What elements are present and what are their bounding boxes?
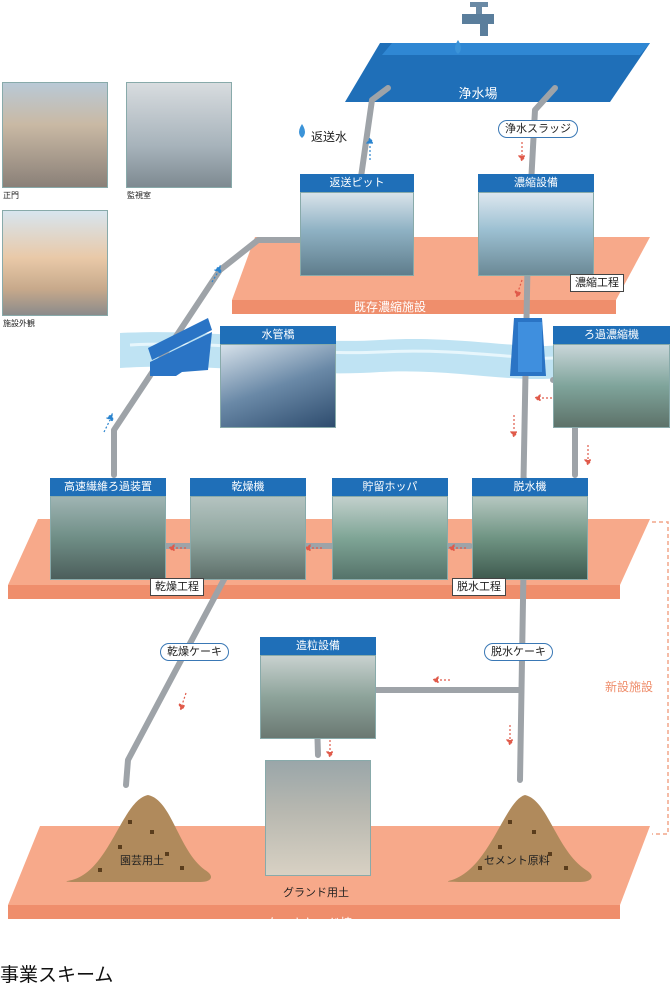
top-plate-top bbox=[382, 43, 650, 55]
bridge-left bbox=[148, 318, 212, 376]
cement-label: セメント原料 bbox=[484, 854, 550, 867]
box-dehydrator-title: 脱水機 bbox=[472, 478, 588, 496]
new-facility-bracket bbox=[652, 521, 669, 835]
sludge-label: 浄水スラッジ bbox=[498, 120, 578, 138]
dewater-cake-label: 脱水ケーキ bbox=[484, 643, 553, 661]
return-water-label: 返送水 bbox=[311, 130, 348, 144]
thick-process-label: 濃縮工程 bbox=[570, 274, 624, 292]
photo-ground-soil bbox=[265, 760, 371, 876]
photo-filter-thickener bbox=[553, 344, 670, 428]
photo-bridge bbox=[220, 344, 336, 428]
box-thickener-title: 濃縮設備 bbox=[478, 174, 594, 192]
box-bridge-title: 水管橋 bbox=[220, 326, 336, 344]
label-exterior: 施設外観 bbox=[3, 319, 35, 328]
photo-granulator bbox=[260, 655, 376, 739]
photo-fast-filter bbox=[50, 496, 166, 580]
photo-dehydrator bbox=[472, 496, 588, 580]
dewater-plate-label: 脱水機棟 bbox=[285, 604, 334, 618]
mound-garden bbox=[66, 795, 212, 882]
droplet-icon bbox=[299, 124, 305, 138]
label-monitor: 監視室 bbox=[127, 191, 151, 200]
garden-soil-label: 園芸用土 bbox=[120, 854, 164, 867]
photo-thickener bbox=[478, 192, 594, 276]
photo-hopper bbox=[332, 496, 448, 580]
cake-plate-label: ケーキヤード棟 bbox=[267, 916, 352, 930]
top-plate-label: 浄水場 bbox=[458, 87, 498, 102]
photo-gate bbox=[2, 82, 108, 188]
photo-exterior bbox=[2, 210, 108, 316]
dewater-process-label: 脱水工程 bbox=[452, 578, 506, 596]
existing-plate-label: 既存濃縮施設 bbox=[353, 300, 426, 314]
ground-soil-label: グランド用土 bbox=[283, 886, 349, 899]
box-fast-filter-title: 高速繊維ろ過装置 bbox=[50, 478, 166, 496]
faucet-icon bbox=[455, 2, 494, 54]
box-return-pit-title: 返送ピット bbox=[300, 174, 414, 192]
box-filter-thickener-title: ろ過濃縮機 bbox=[553, 326, 670, 344]
page-title: 事業スキーム bbox=[0, 964, 114, 986]
mound-cement bbox=[447, 795, 592, 882]
bridge-right bbox=[510, 318, 546, 376]
photo-dryer bbox=[190, 496, 306, 580]
box-dryer-title: 乾燥機 bbox=[190, 478, 306, 496]
label-gate: 正門 bbox=[3, 191, 19, 200]
box-granulator-title: 造粒設備 bbox=[260, 637, 376, 655]
photo-monitor bbox=[126, 82, 232, 188]
top-plate bbox=[345, 43, 650, 102]
new-facility-label: 新設施設 bbox=[605, 680, 654, 694]
photo-return-pit bbox=[300, 192, 414, 276]
dry-cake-label: 乾燥ケーキ bbox=[160, 643, 229, 661]
box-hopper-title: 貯留ホッパ bbox=[332, 478, 448, 496]
dry-process-label: 乾燥工程 bbox=[150, 578, 204, 596]
